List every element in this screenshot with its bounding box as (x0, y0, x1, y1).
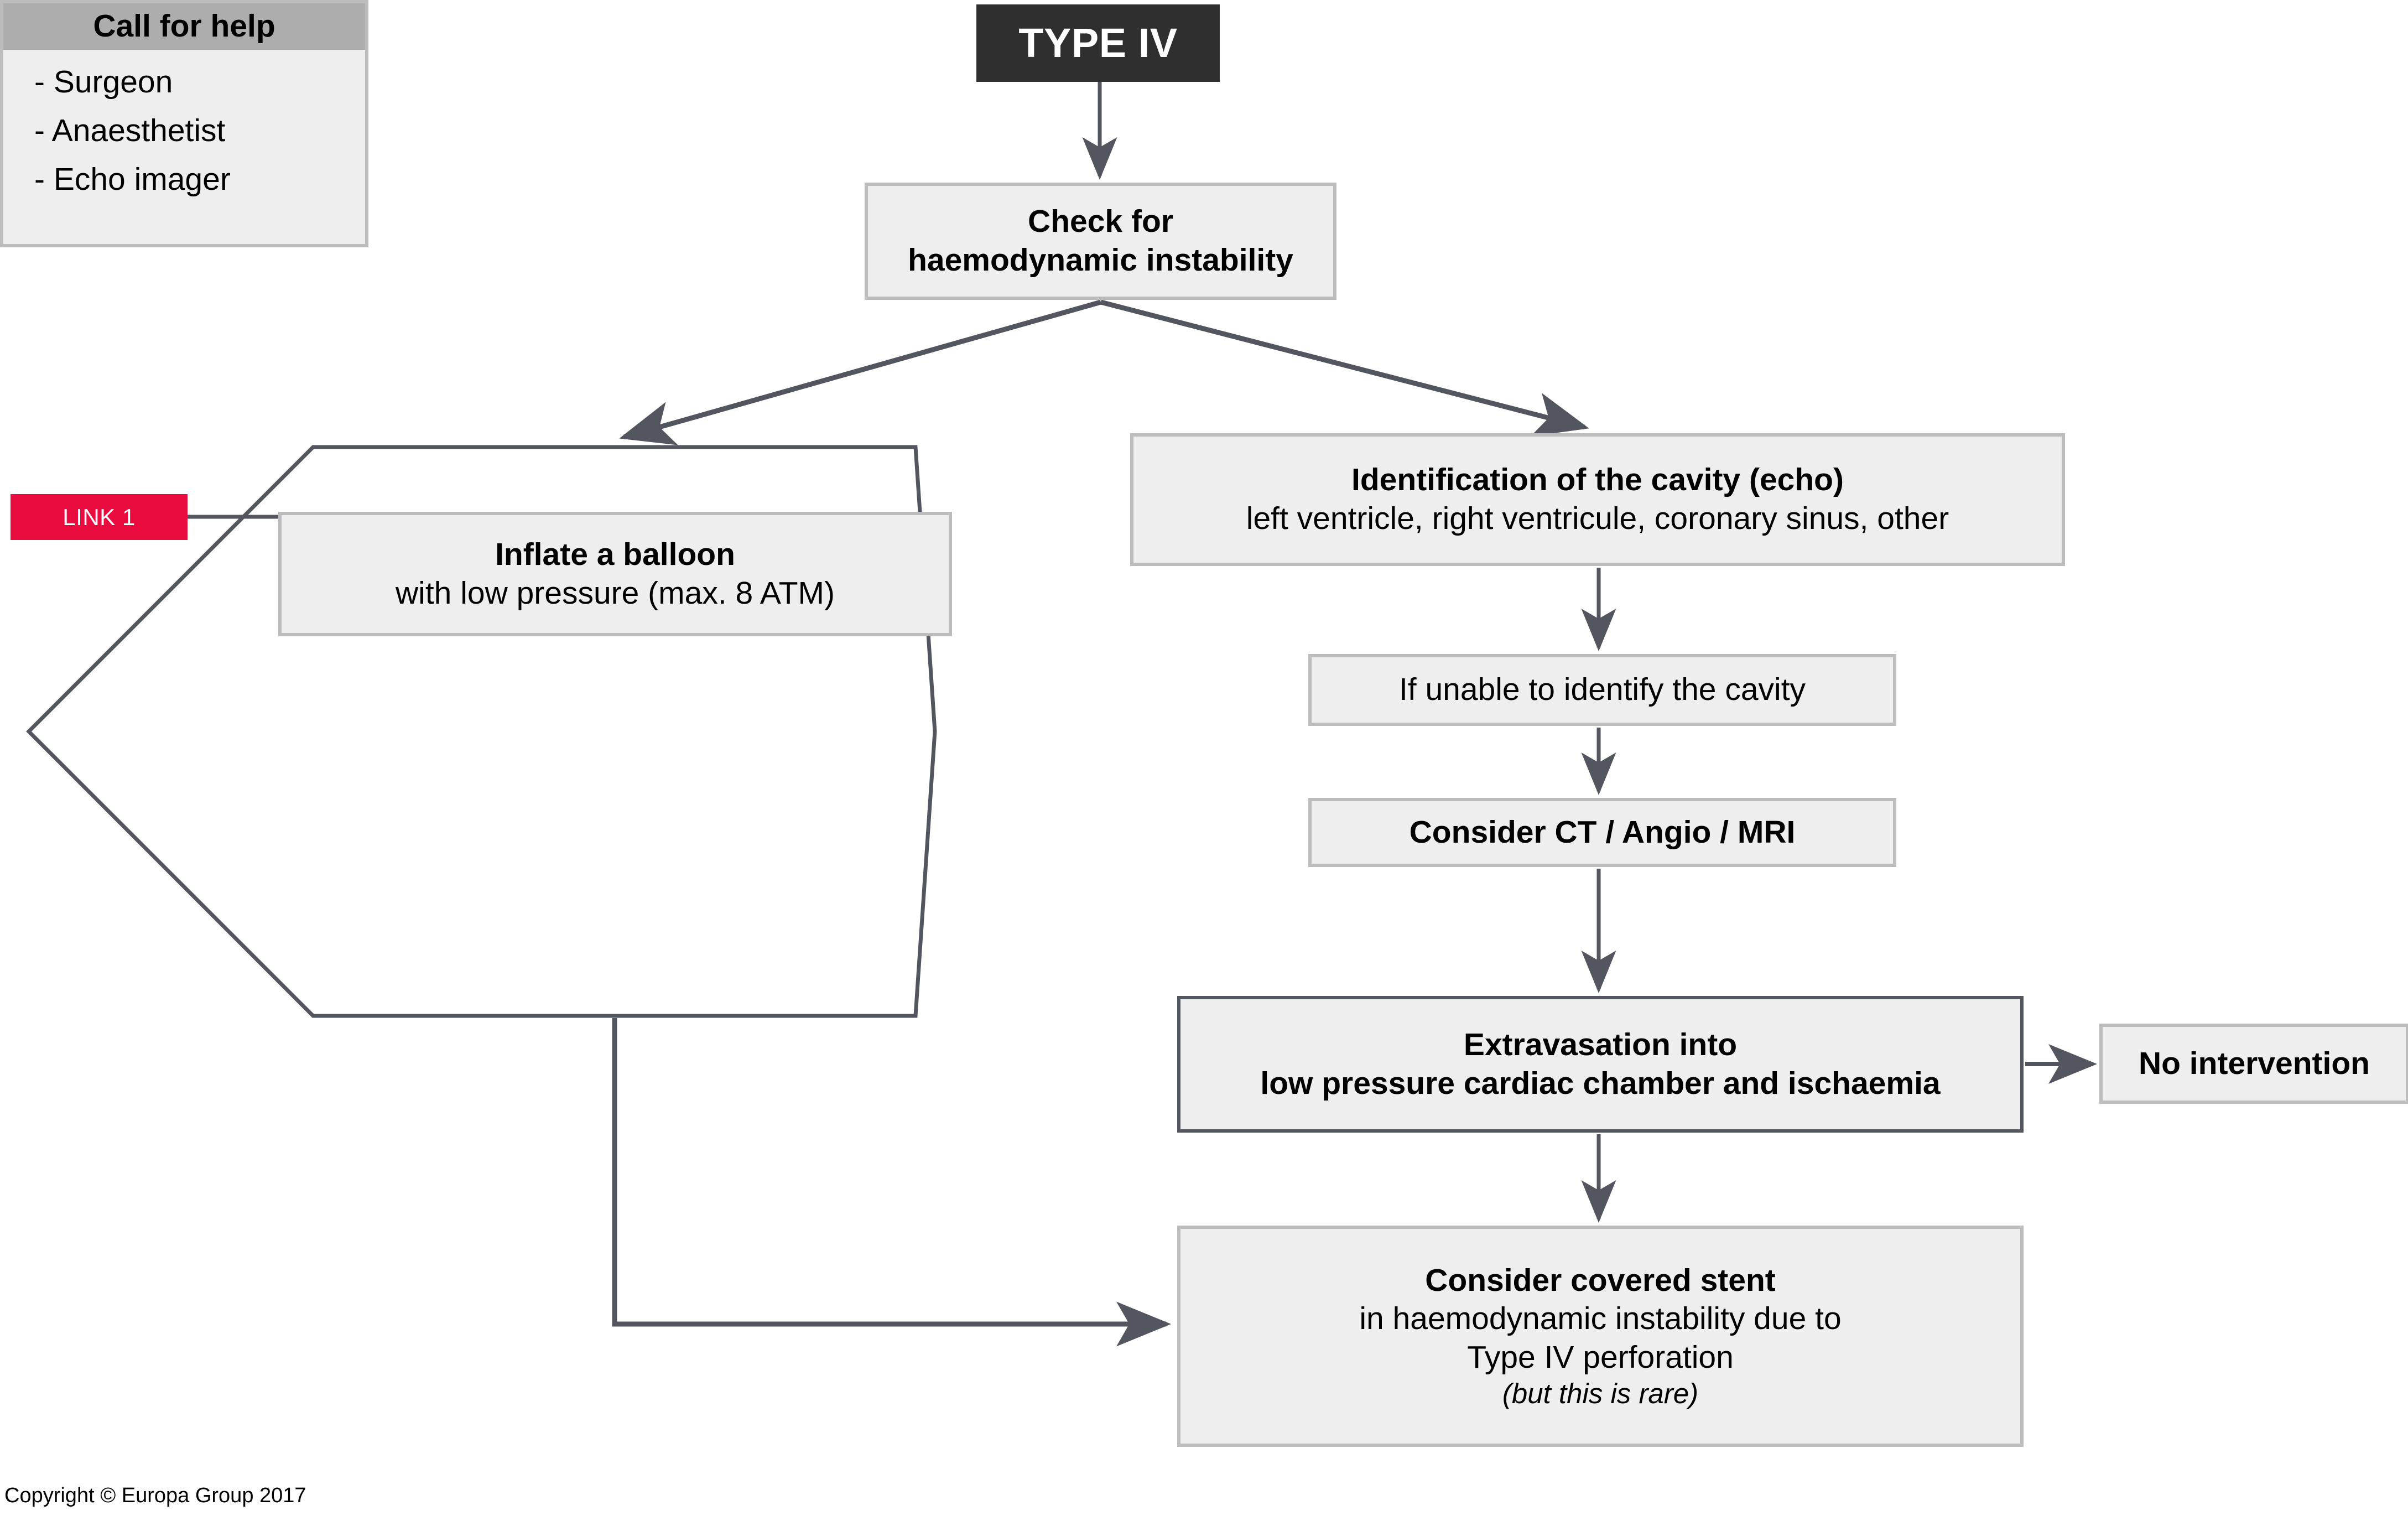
node-balloon-line1: Inflate a balloon (495, 536, 735, 572)
node-check-line1: Check for (1028, 204, 1173, 240)
copyright-text: Copyright © Europa Group 2017 (4, 1484, 306, 1507)
node-extravasation: Extravasation into low pressure cardiac … (1177, 996, 2024, 1133)
node-call-for-help: Call for help - Surgeon - Anaesthetist -… (0, 0, 368, 247)
node-consider-ct-angio-mri: Consider CT / Angio / MRI (1308, 798, 1896, 867)
node-inflate-balloon: Inflate a balloon with low pressure (max… (278, 512, 952, 636)
edge-check-to-identification (1100, 299, 1589, 437)
node-covered-stent-line1: Consider covered stent (1425, 1262, 1776, 1298)
node-check-haemodynamic-instability: Check for haemodynamic instability (865, 183, 1336, 300)
node-ct-angio-mri-label: Consider CT / Angio / MRI (1409, 814, 1796, 850)
list-item: - Anaesthetist (34, 113, 226, 148)
node-balloon-line2: with low pressure (max. 8 ATM) (396, 575, 835, 611)
link-1-label: LINK 1 (63, 504, 136, 530)
list-item: - Echo imager (34, 162, 231, 197)
node-no-intervention: No intervention (2099, 1024, 2408, 1104)
node-if-unable-to-identify-cavity: If unable to identify the cavity (1308, 654, 1896, 726)
node-identification-line1: Identification of the cavity (echo) (1351, 462, 1844, 498)
node-extravasation-line2: low pressure cardiac chamber and ischaem… (1260, 1065, 1941, 1101)
link-1-badge[interactable]: LINK 1 (11, 494, 188, 540)
node-type-iv-label: TYPE IV (1018, 19, 1178, 66)
node-identification-of-cavity: Identification of the cavity (echo) left… (1130, 433, 2065, 566)
edge-check-to-hexagon (619, 299, 1102, 445)
call-for-help-header: Call for help (3, 3, 365, 50)
list-item: - Surgeon (34, 64, 173, 100)
edge-hexagon-to-covered-stent (612, 1018, 1171, 1347)
node-consider-covered-stent: Consider covered stent in haemodynamic i… (1177, 1226, 2024, 1447)
node-check-line2: haemodynamic instability (908, 242, 1293, 278)
node-extravasation-line1: Extravasation into (1463, 1026, 1738, 1062)
node-covered-stent-line3: Type IV perforation (1467, 1339, 1734, 1375)
node-unable-label: If unable to identify the cavity (1398, 672, 1806, 708)
node-type-iv: TYPE IV (976, 4, 1220, 82)
node-no-intervention-label: No intervention (2138, 1045, 2370, 1081)
call-for-help-list: - Surgeon - Anaesthetist - Echo imager (3, 50, 365, 211)
node-covered-stent-line2: in haemodynamic instability due to (1359, 1301, 1842, 1337)
node-identification-line2: left ventricle, right ventricule, corona… (1246, 501, 1949, 536)
node-covered-stent-line4: (but this is rare) (1502, 1378, 1699, 1410)
